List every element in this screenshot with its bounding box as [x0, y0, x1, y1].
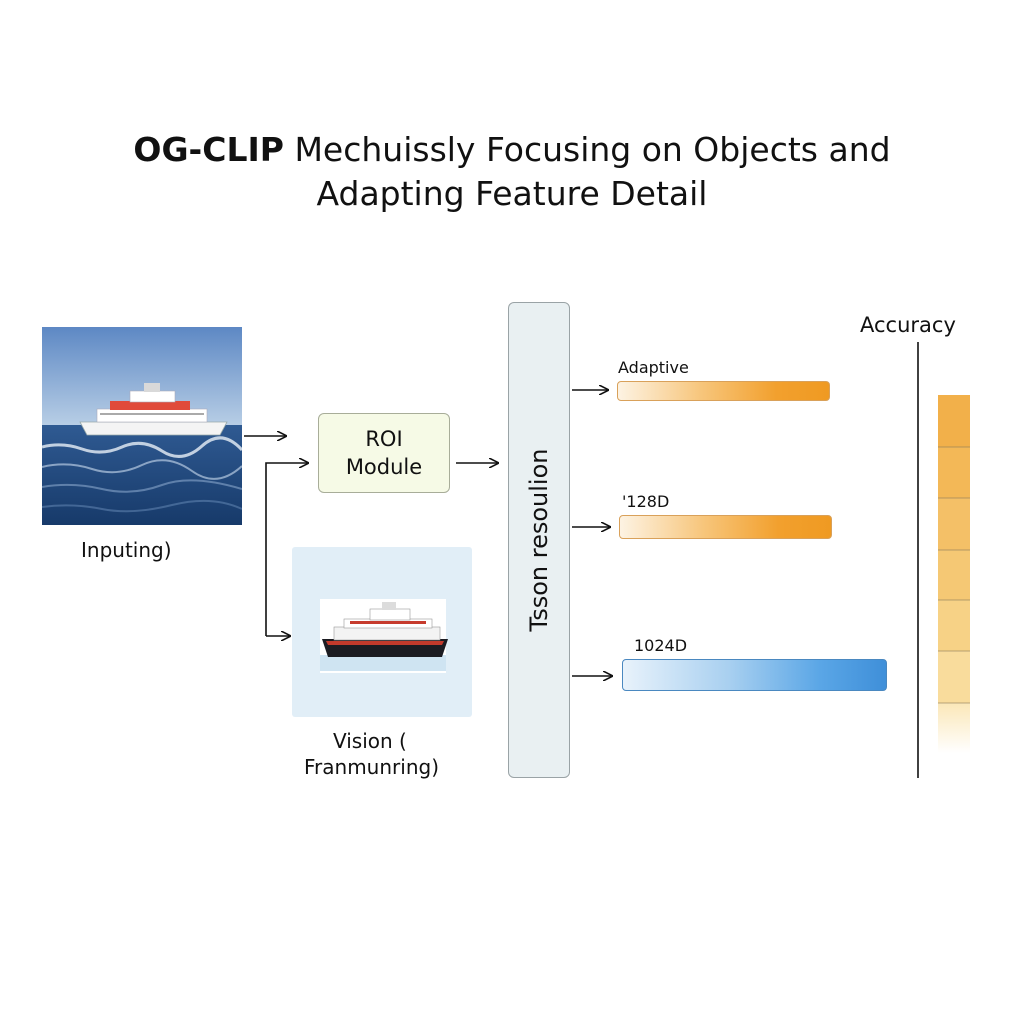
feature-bar-128d [619, 515, 832, 539]
title-line2: Adapting Feature Detail [316, 174, 708, 213]
arrow-branch-roi [265, 463, 308, 636]
accuracy-scale-segment [938, 395, 970, 447]
ship-sea-image [42, 327, 242, 525]
fusion-resolution-block [508, 302, 570, 778]
title-bold: OG-CLIP [133, 130, 284, 169]
accuracy-scale-segment [938, 600, 970, 651]
roi-module-box: ROI Module [318, 413, 450, 493]
accuracy-label: Accuracy [860, 313, 956, 337]
vision-label-line2: Franmunring) [304, 755, 439, 779]
cropped-ship-image [320, 599, 448, 673]
roi-line1: ROI [365, 427, 403, 451]
roi-line2: Module [345, 455, 423, 479]
feature-bar-adaptive [617, 381, 830, 401]
accuracy-scale-segment [938, 498, 970, 550]
input-image [42, 327, 242, 525]
title-line1: Mechuissly Focusing on Objects and [283, 130, 891, 169]
accuracy-scale-segment [938, 703, 970, 753]
vision-label-line1: Vision ( [333, 729, 407, 753]
accuracy-scale-segment [938, 651, 970, 703]
diagram-title: OG-CLIP Mechuissly Focusing on Objects a… [0, 128, 1024, 216]
accuracy-scale-segment [938, 447, 970, 498]
output-label-1024d: 1024D [634, 636, 688, 655]
accuracy-scale-segment [938, 550, 970, 600]
output-label-128d: '128D [622, 492, 670, 511]
feature-bar-1024d [622, 659, 887, 691]
vision-image-box [292, 547, 472, 717]
output-label-adaptive: Adaptive [618, 358, 689, 377]
input-label: Inputing) [81, 538, 172, 562]
